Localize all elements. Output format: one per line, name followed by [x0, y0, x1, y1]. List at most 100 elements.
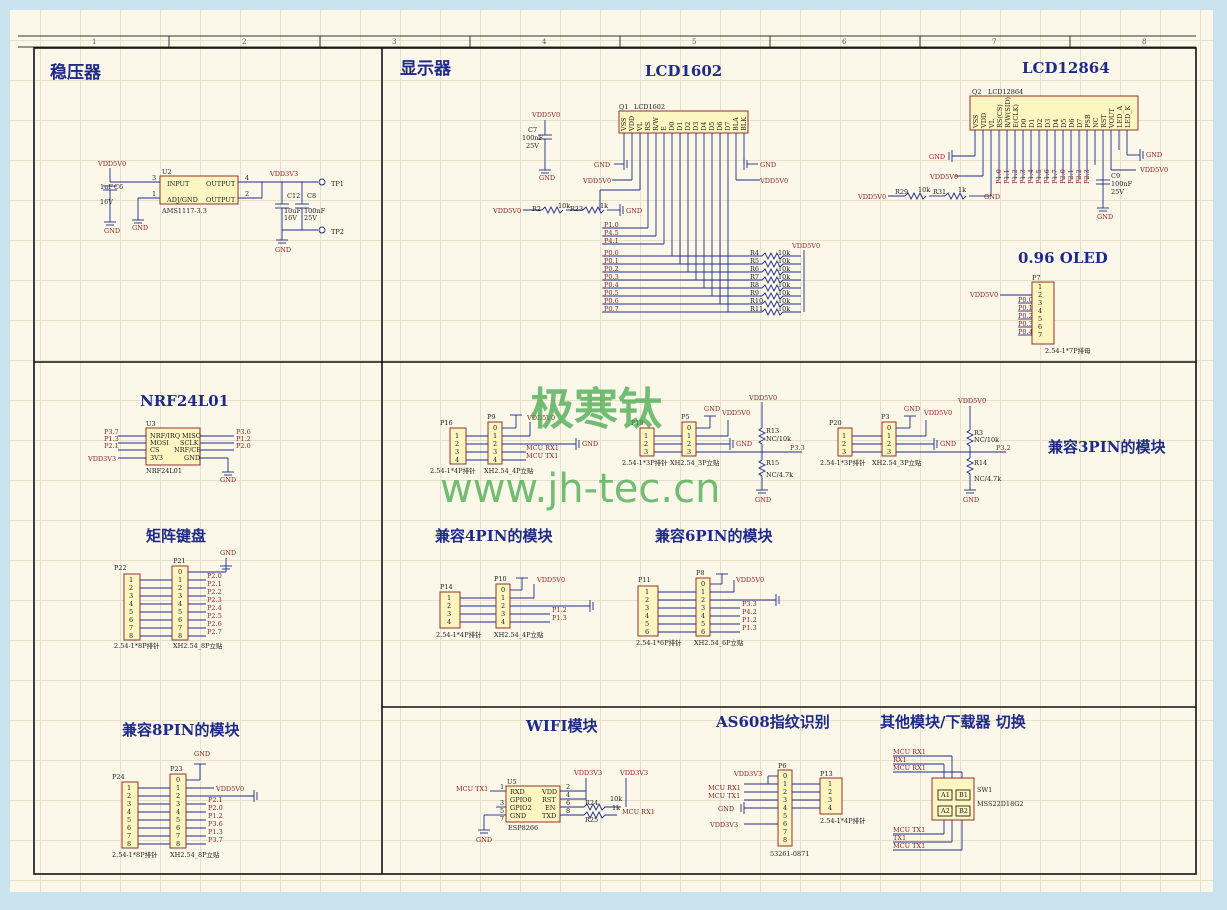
as608-net-tx: MCU TX1 — [708, 792, 740, 800]
lcd12864-pin-9: D3 — [1044, 119, 1052, 128]
lcd1602-pin-11: D5 — [708, 122, 716, 131]
oled-pin-0: 1 — [1038, 283, 1042, 291]
lcd12864-bus-net-2: P1.2 — [1011, 169, 1019, 184]
compat3b-pin0-3: 3 — [887, 448, 891, 456]
title-regulator: 稳压器 — [50, 62, 102, 83]
c9-val: 100nF — [1111, 180, 1133, 188]
compat6-net-p3-3: P3.3 — [742, 600, 757, 608]
compat3a-gnd3: GND — [755, 496, 771, 504]
compat3a-pin-1: 2 — [644, 440, 648, 448]
compat6-pin0-3: 3 — [701, 604, 705, 612]
c6-rating: 16V — [100, 198, 113, 206]
p6-pin-5: 5 — [783, 812, 787, 820]
title-as608: AS608指纹识别 — [715, 713, 830, 731]
compat3a-gnd: GND — [704, 405, 720, 413]
compat6-pin0-5: 5 — [701, 620, 705, 628]
watermark-url: www.jh-tec.cn — [440, 466, 720, 512]
lcd1602-data-net-3: P0.3 — [604, 273, 619, 281]
p21-pin-7: 7 — [178, 624, 182, 632]
p22-pin-5: 6 — [129, 616, 133, 624]
lcd12864-pin-12: D6 — [1068, 119, 1076, 128]
lcd12864-pin-7: D1 — [1028, 119, 1036, 128]
title-keypad: 矩阵键盘 — [146, 527, 206, 545]
q2-vdd-right: VDD5V0 — [1139, 166, 1168, 174]
r14-ref: R14 — [974, 459, 987, 467]
u3-part: NRF24L01 — [146, 467, 182, 475]
lcd1602-resistor-7: R11 — [750, 305, 763, 313]
r23-val: 1k — [600, 202, 608, 210]
compat4b-pin0-3: 3 — [501, 610, 505, 618]
lcd1602-pin-8: D2 — [684, 122, 692, 131]
lcd1602-pin-2: VL — [636, 121, 644, 132]
p20-part: 2.54-1*3P排针 — [820, 458, 866, 467]
p7-ref: P7 — [1032, 274, 1041, 282]
ruler-3: 3 — [392, 38, 396, 46]
wifi-pin-gpio2: GPIO2 — [510, 804, 532, 812]
lcd12864-pin-17: VOUT — [1108, 108, 1116, 129]
p21-pin-6: 6 — [178, 616, 182, 624]
p7-part: 2.54-1*7P排母 — [1045, 346, 1091, 355]
p11-ref: P11 — [638, 576, 651, 584]
p10-ref: P10 — [494, 575, 507, 583]
compat6-pin0-2: 2 — [701, 596, 705, 604]
p22-pin-3: 4 — [129, 600, 133, 608]
keypad-net-6: P2.6 — [207, 620, 222, 628]
c9-rating: 25V — [1111, 188, 1124, 196]
c9-ref: C9 — [1111, 172, 1120, 180]
compat8-pin-2: 3 — [127, 800, 131, 808]
p11-part: 2.54-1*6P排针 — [636, 638, 682, 647]
compat8-pin-5: 6 — [127, 824, 131, 832]
compat8-pin0-4: 4 — [176, 808, 180, 816]
compat6-pin-0: 1 — [645, 588, 649, 596]
p22-pin-1: 2 — [129, 584, 133, 592]
oled-pin-3: 4 — [1038, 307, 1042, 315]
wifi-n2: 2 — [566, 783, 570, 791]
ruler-8: 8 — [1142, 38, 1146, 46]
c7-ref: C7 — [528, 126, 537, 134]
compat4b-pin-1: 2 — [447, 602, 451, 610]
sw1-part: MSS22D18G2 — [977, 800, 1024, 808]
lcd12864-pin-14: PSB — [1084, 114, 1092, 128]
compat8-pin-6: 7 — [127, 832, 131, 840]
compat6-pin0-0: 0 — [701, 580, 705, 588]
lcd1602-resistor-val-6: 10k — [778, 297, 790, 305]
oled-net-p0-4: P0.4 — [1018, 328, 1033, 336]
p22-pin-6: 7 — [129, 624, 133, 632]
u2-n4: 4 — [245, 174, 249, 182]
ruler-4: 4 — [542, 38, 547, 46]
r29-ref: R29 — [895, 188, 908, 196]
wifi-n3: 3 — [500, 799, 504, 807]
lcd12864-pin-19: LED_K — [1124, 105, 1132, 128]
lcd1602-resistor-val-7: 10k — [778, 305, 790, 313]
p22-pin-2: 3 — [129, 592, 133, 600]
lcd12864-pin-13: D7 — [1076, 119, 1084, 128]
rpack-vdd: VDD5V0 — [791, 242, 820, 250]
lcd1602-pin-13: D7 — [724, 122, 732, 131]
p8-part: XH2.54_6P立贴 — [694, 638, 744, 647]
sw-net-5: TX1 — [893, 834, 906, 842]
title-compat4: 兼容4PIN的模块 — [435, 527, 553, 545]
lcd12864-bus-net-3: P1.3 — [1019, 169, 1027, 184]
compat8-net-p3-7: P3.7 — [208, 836, 223, 844]
lcd12864-pin-6: D0 — [1020, 119, 1028, 128]
oled-pin-5: 6 — [1038, 323, 1042, 331]
compat3b-pin0-0: 0 — [887, 424, 891, 432]
p22-pin-7: 8 — [129, 632, 133, 640]
p22-ref: P22 — [114, 564, 127, 572]
p6-ref: P6 — [778, 762, 787, 770]
r25-ref: R25 — [585, 816, 598, 824]
compat4a-pin0-1: 1 — [493, 432, 497, 440]
lcd1602-resistor-2: R6 — [750, 265, 759, 273]
as608-net-gnd: GND — [718, 805, 734, 813]
as608-circuit — [741, 770, 842, 846]
compat4a-net-tx: MCU TX1 — [526, 452, 558, 460]
lcd12864-bus-net-1: P1.1 — [1003, 169, 1011, 184]
compat8-pin0-3: 3 — [176, 800, 180, 808]
wifi-n8: 8 — [566, 807, 570, 815]
net-vdd3v3: VDD3V3 — [269, 170, 298, 178]
u2-n3: 3 — [152, 174, 156, 182]
lcd1602-resistor-4: R8 — [750, 281, 759, 289]
q2-gnd: GND — [929, 153, 945, 161]
lcd12864-pin-5: E(CLK) — [1012, 104, 1020, 128]
p22-part: 2.54-1*8P排针 — [114, 641, 160, 650]
